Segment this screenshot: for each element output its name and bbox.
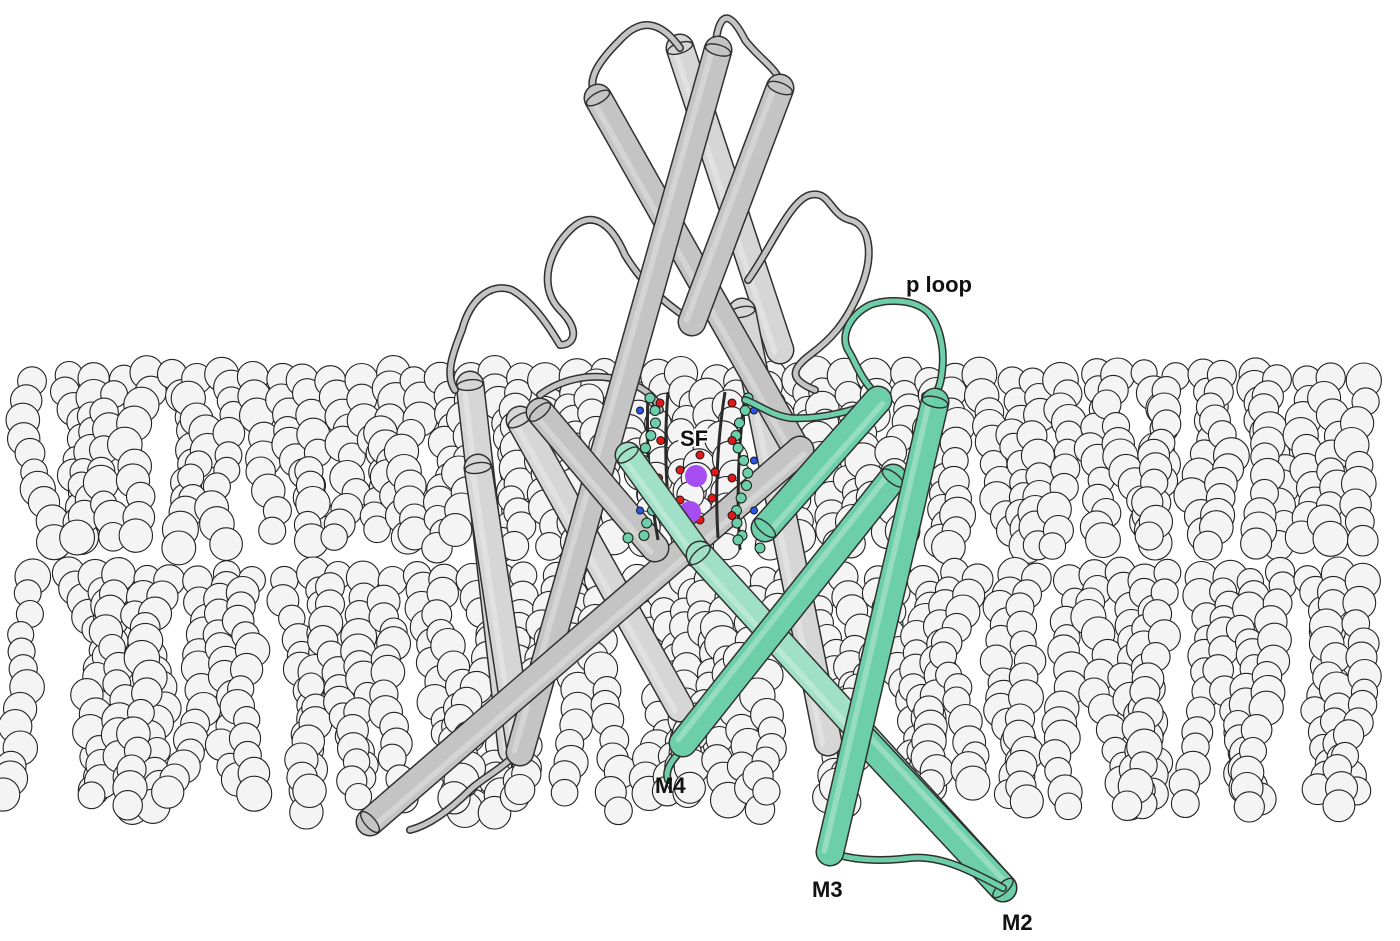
filter-atom [734, 417, 746, 429]
label-m3: M3 [812, 877, 843, 902]
label-m4: M4 [655, 773, 686, 798]
filter-atom [742, 467, 754, 479]
gray-loop [446, 215, 694, 394]
gray-loop [744, 190, 873, 394]
filter-atom [750, 456, 758, 465]
lipid-atom [151, 775, 185, 809]
lipid-atom [604, 796, 633, 826]
filter-atom [732, 534, 744, 546]
gray-helix [525, 397, 670, 563]
filter-atom [641, 517, 653, 529]
teal-p-loop [841, 296, 947, 402]
teal-helix-m3-top [750, 385, 893, 543]
ion [685, 465, 707, 487]
filter-atom [638, 530, 650, 541]
filter-atom [739, 405, 751, 416]
filter-atom [750, 506, 758, 515]
lipid-atom [438, 513, 473, 547]
filter-atom [727, 398, 737, 408]
lipid-atom [673, 771, 706, 804]
gray-loop [406, 751, 519, 834]
lipid-atom [1009, 784, 1044, 819]
lipid-atom [363, 515, 391, 544]
lipid-atom [1054, 792, 1083, 821]
teal-pore-helix [614, 441, 714, 569]
filter-atom [727, 473, 737, 483]
gray-subunit-front-helices [355, 35, 823, 837]
gray-subunit-loops [406, 14, 873, 834]
lipid-atom [1038, 532, 1067, 560]
filter-atom [727, 511, 737, 520]
filter-atom [644, 392, 656, 404]
teal-helix-m2 [845, 720, 1018, 903]
filter-atom [741, 480, 753, 491]
lipid-atom [320, 523, 348, 551]
lipid-atom [535, 532, 564, 561]
teal-loop [826, 848, 1007, 892]
filter-atom [622, 532, 634, 544]
lipid-atom [258, 516, 287, 545]
filter-atom [649, 405, 661, 416]
filter-atom [732, 442, 744, 454]
lipid-atom [1085, 522, 1121, 559]
lipid-atom [236, 775, 273, 812]
lipid-atom [209, 527, 243, 561]
lipid-atom [344, 782, 373, 811]
lipid-atom [550, 778, 579, 807]
label-p-loop: p loop [906, 272, 972, 297]
lipid-atom [504, 773, 536, 806]
lipid-atom [292, 773, 327, 809]
lipid-atom [118, 518, 154, 553]
filter-atom [754, 542, 766, 554]
lipid-atom [161, 530, 197, 566]
lipid-atom [1346, 524, 1379, 557]
filter-atom [710, 467, 720, 477]
lipid-atom [0, 777, 21, 812]
filter-atom [731, 517, 743, 529]
filter-atom [656, 436, 666, 445]
lipid-atom [1111, 790, 1143, 821]
filter-atom [636, 506, 644, 515]
lipid-atom [1192, 530, 1223, 561]
lipid-atom [1170, 789, 1200, 819]
label-m2: M2 [1002, 910, 1033, 935]
filter-atom [695, 450, 705, 460]
lipid-atom [437, 781, 471, 815]
lipid-atom [1134, 521, 1164, 551]
lipid-atom [1240, 527, 1273, 560]
gray-helix [505, 35, 733, 767]
gray-loop [712, 14, 784, 89]
lipid-atom [77, 781, 106, 810]
lipid-atom [59, 519, 96, 556]
filter-atom [735, 492, 747, 504]
filter-atom [655, 398, 665, 408]
filter-atom [707, 493, 717, 503]
filter-atom [675, 465, 685, 475]
filter-atom [636, 406, 644, 415]
filter-atom [645, 430, 657, 441]
teal-subunit [614, 296, 1018, 903]
lipid-bilayer [0, 355, 1382, 830]
filter-atom [649, 417, 661, 429]
teal-helix-m4 [668, 463, 908, 758]
gray-helix [677, 73, 795, 337]
lipid-atom [1322, 789, 1356, 823]
lipid-atom [1233, 791, 1265, 823]
filter-atom [639, 442, 651, 454]
label-sf: SF [680, 426, 708, 451]
teal-helix-m3 [815, 387, 950, 867]
gray-helix [505, 405, 695, 723]
gray-loop [588, 21, 684, 100]
filter-atom [727, 436, 737, 445]
filter-atom [738, 455, 750, 466]
lipid-atom [1312, 520, 1349, 557]
lipid-atom [955, 765, 991, 801]
lipid-atom [112, 790, 143, 821]
lipid-atom [752, 777, 781, 806]
